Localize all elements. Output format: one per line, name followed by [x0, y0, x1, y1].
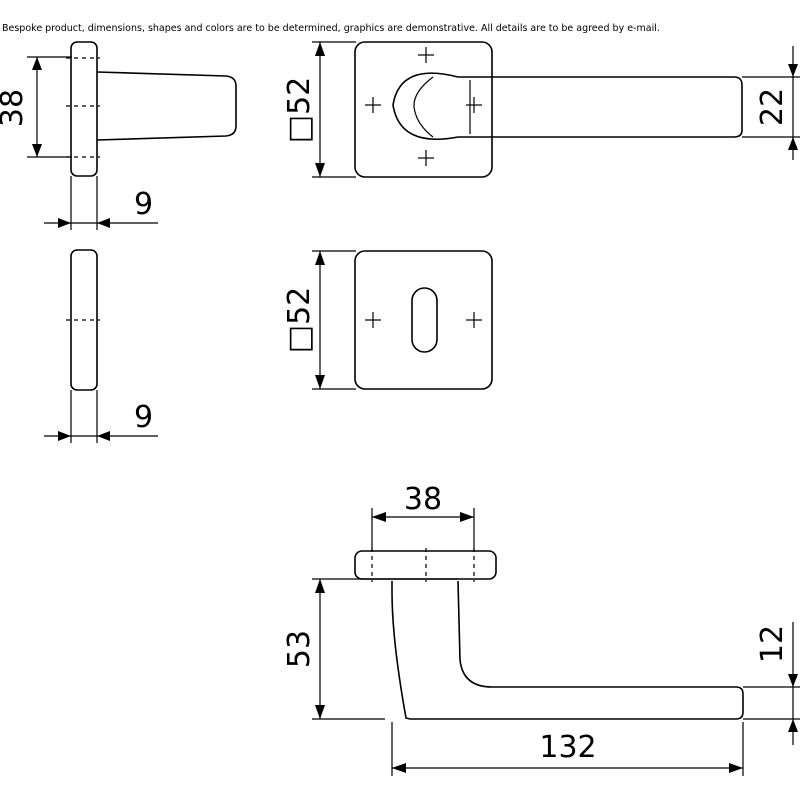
dim-label-9-top: 9: [134, 187, 153, 222]
dim-lever-thickness: 12: [743, 622, 800, 745]
dim-label-22: 22: [755, 88, 790, 126]
dim-label-12: 12: [755, 625, 790, 663]
dim-label-9-bottom: 9: [134, 400, 153, 435]
disclaimer-note: Bespoke product, dimensions, shapes and …: [2, 23, 660, 34]
dim-keyhole-rose-thickness: 9: [44, 390, 158, 443]
dim-keyhole-rose-square: □52: [282, 250, 356, 390]
dim-label-53: 53: [282, 630, 317, 668]
dim-label-38-vertical: 38: [0, 89, 30, 127]
dim-rose-thickness: 9: [44, 176, 158, 230]
dim-projection: 53: [282, 578, 392, 720]
dim-label-52-top: □52: [282, 77, 317, 144]
dim-label-52-bottom: □52: [282, 287, 317, 354]
dim-rose-height: 38: [0, 56, 72, 158]
rose-front-view: [354, 41, 743, 178]
handle-top-view: [354, 548, 744, 720]
dim-rose-width: 38: [371, 482, 475, 552]
dim-rose-square-top: □52: [282, 41, 356, 178]
keyhole-rose-side-view: [66, 249, 100, 391]
dim-lever-length: 132: [391, 722, 744, 776]
dim-label-38-horizontal: 38: [404, 482, 442, 517]
rose-side-view: [66, 41, 237, 177]
dim-label-132: 132: [539, 730, 596, 765]
keyhole-rose-front-view: [354, 250, 493, 390]
screw-cross: [365, 47, 482, 166]
dim-lever-height: 22: [742, 46, 800, 160]
